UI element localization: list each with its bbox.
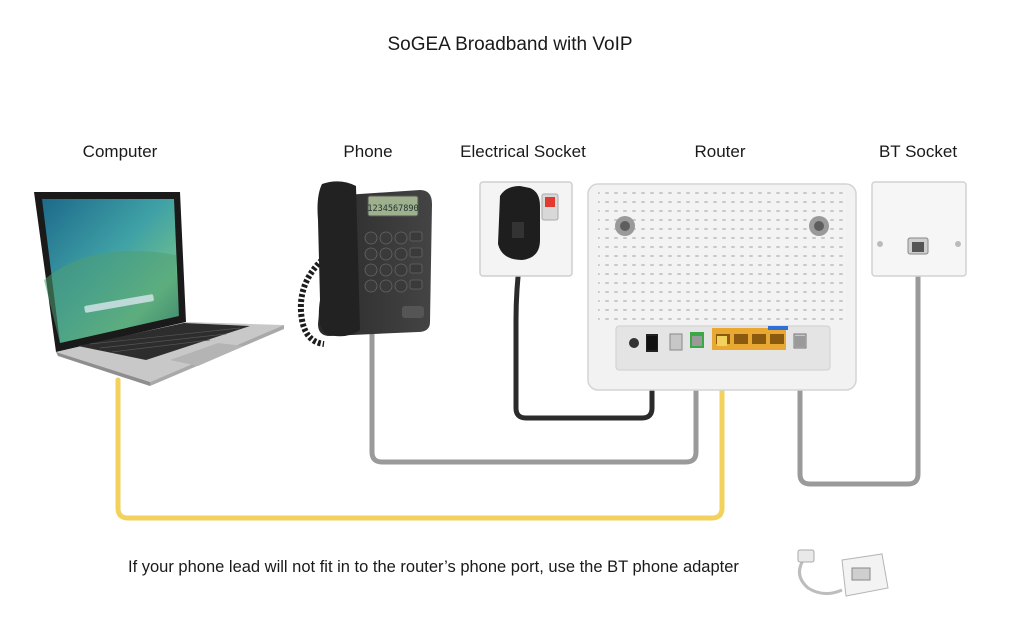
desk-phone-icon: 1234567890: [297, 181, 432, 347]
label-phone: Phone: [343, 142, 393, 161]
label-bt-socket: BT Socket: [878, 142, 958, 161]
electrical-socket-icon: [479, 181, 573, 277]
power-cable: [513, 255, 655, 421]
diagram-title: SoGEA Broadband with VoIP: [387, 34, 633, 55]
bt-phone-adapter-icon: [797, 549, 889, 597]
bt-socket-icon: [871, 181, 967, 277]
ethernet-cable: [115, 340, 725, 521]
label-computer: Computer: [82, 142, 158, 161]
laptop-icon: [34, 192, 284, 386]
phone-cable: [369, 323, 699, 465]
router-icon: [587, 183, 857, 391]
phone-display-text: 1234567890: [367, 204, 418, 214]
label-electrical-socket: Electrical Socket: [460, 142, 586, 161]
label-router: Router: [694, 142, 746, 161]
dsl-cable: [797, 251, 921, 487]
footer-note: If your phone lead will not fit in to th…: [128, 558, 739, 576]
